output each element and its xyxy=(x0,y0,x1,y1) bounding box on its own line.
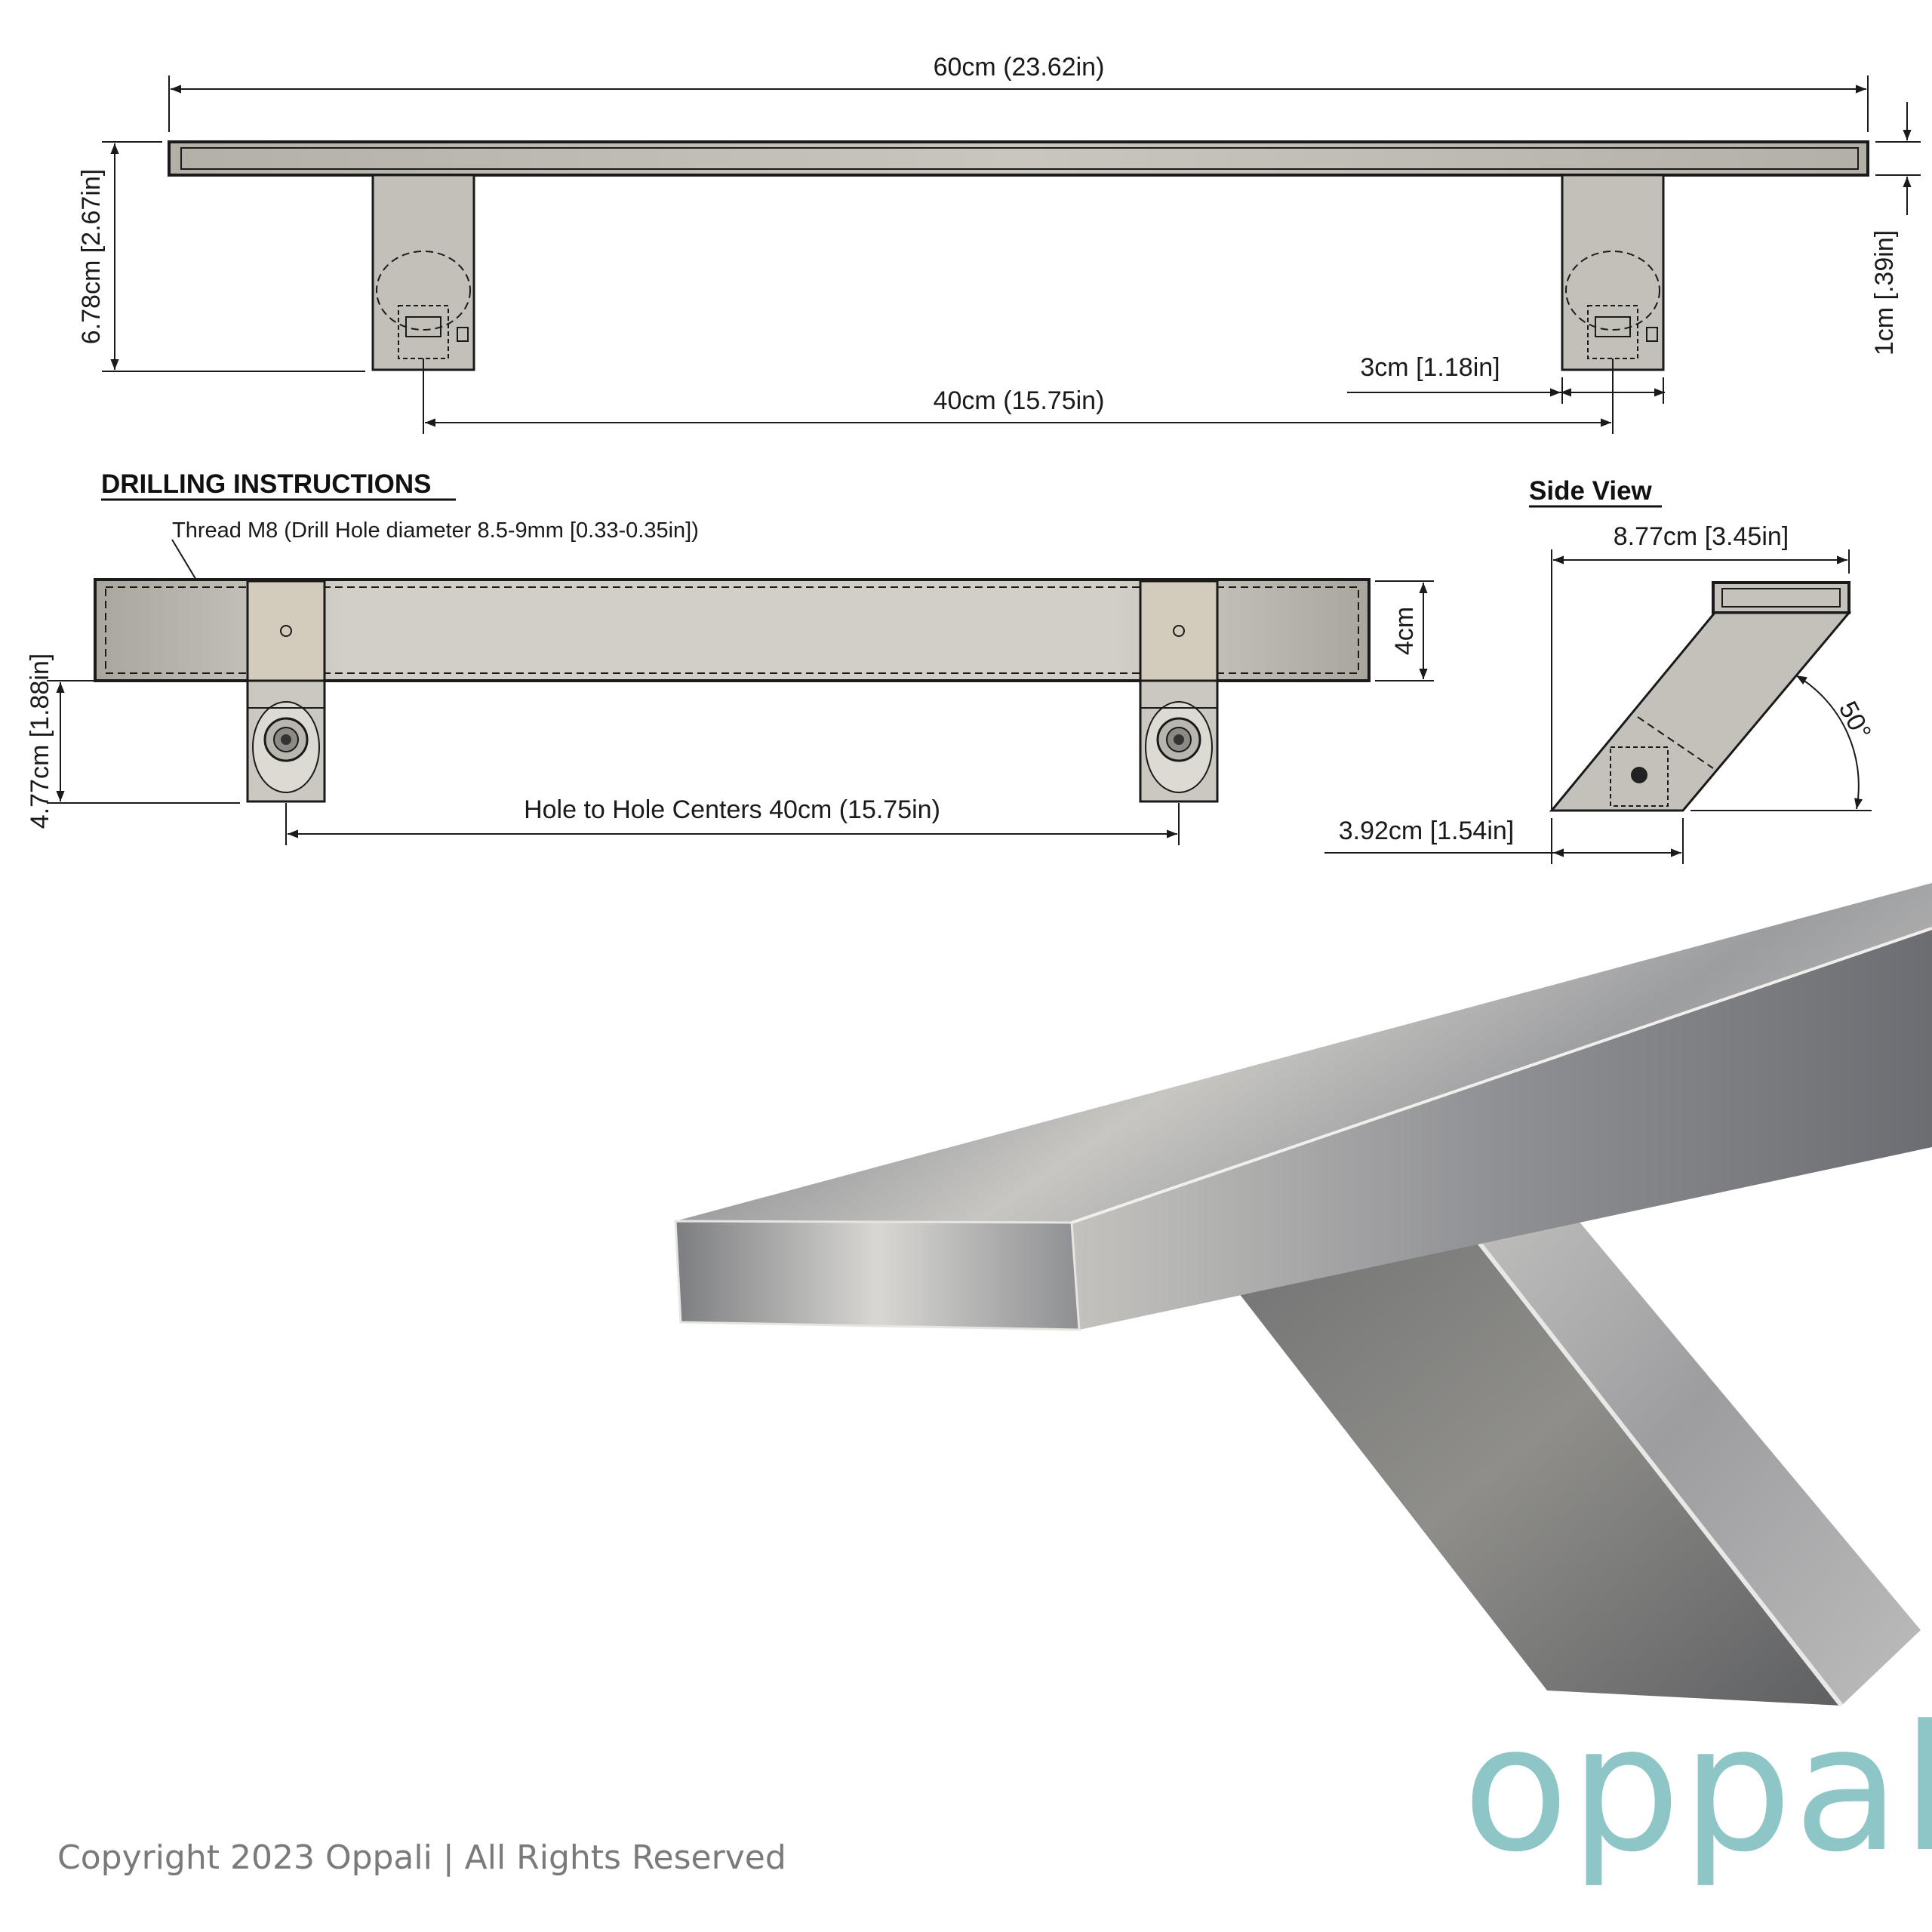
drilling-view: DRILLING INSTRUCTIONS Thread M8 (Drill H… xyxy=(26,469,1434,845)
drilling-heading: DRILLING INSTRUCTIONS xyxy=(101,469,431,499)
hole-spacing-label: Hole to Hole Centers 40cm (15.75in) xyxy=(524,795,940,824)
side-bar-section-inner xyxy=(1721,588,1841,608)
top-bar xyxy=(168,140,1869,177)
overall-length-label: 60cm (23.62in) xyxy=(934,53,1105,82)
drill-post-right xyxy=(1139,580,1219,803)
bar-width-label: 4cm xyxy=(1390,607,1419,655)
side-top-label: 8.77cm [3.45in] xyxy=(1614,522,1789,551)
render-leg-edge xyxy=(1432,1183,1844,1707)
side-mount-hole xyxy=(1631,767,1647,783)
thickness-label: 1cm [.39in] xyxy=(1870,230,1899,355)
top-post-right xyxy=(1561,174,1665,371)
side-mount-hidden xyxy=(1610,746,1669,807)
render-bar-end xyxy=(674,1220,1081,1331)
copyright-text: Copyright 2023 Oppali | All Rights Reser… xyxy=(57,1838,786,1877)
product-render xyxy=(674,883,1932,1707)
spacing-label: 40cm (15.75in) xyxy=(934,386,1105,415)
top-view: 60cm (23.62in) 6.78cm [2.67in] 1c xyxy=(77,53,1921,434)
brand-logo: oppali xyxy=(1463,1689,1932,1890)
render-leg-right-face xyxy=(1434,1147,1921,1706)
side-base-label: 3.92cm [1.54in] xyxy=(1339,817,1514,845)
thread-note: Thread M8 (Drill Hole diameter 8.5-9mm [… xyxy=(172,518,699,543)
render-leg-left-face xyxy=(1208,1185,1841,1706)
angle-label: 50° xyxy=(1833,697,1877,744)
post-width-label: 3cm [1.18in] xyxy=(1360,353,1500,382)
side-leg-hidden xyxy=(1637,716,1714,769)
angle-arc xyxy=(1795,675,1863,810)
flat-bar-hidden-edge xyxy=(105,586,1359,674)
height-label: 6.78cm [2.67in] xyxy=(77,169,106,344)
side-bar-section xyxy=(1712,581,1850,614)
render-bar-side xyxy=(1072,928,1932,1330)
post-height-label: 4.77cm [1.88in] xyxy=(26,654,54,829)
side-leg xyxy=(1549,611,1852,812)
side-view-heading: Side View xyxy=(1529,476,1653,506)
top-post-left xyxy=(371,174,475,371)
render-bar-highlight xyxy=(1071,927,1932,1224)
render-bar-top xyxy=(675,883,1932,1223)
side-view: Side View 8.77cm [3.45in] 50° 3.92cm [1.… xyxy=(1324,476,1877,864)
top-bar-inner xyxy=(180,147,1859,170)
drill-post-left xyxy=(246,580,326,803)
